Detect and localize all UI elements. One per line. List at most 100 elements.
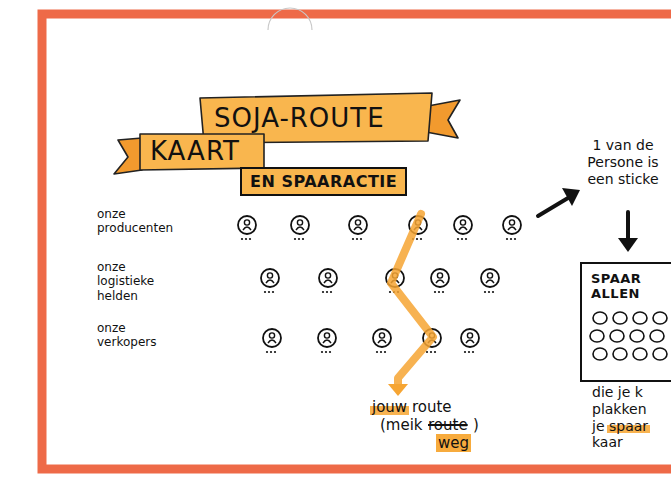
person-dot xyxy=(241,238,243,240)
person-icon xyxy=(261,269,279,293)
person-dot xyxy=(484,291,486,293)
person-head xyxy=(325,273,330,278)
banner-box: EN SPAARACTIE xyxy=(240,167,407,196)
person-dot xyxy=(298,238,300,240)
person-dot xyxy=(274,351,276,353)
person-icon xyxy=(349,216,367,240)
person-body xyxy=(508,227,516,230)
person-body xyxy=(466,340,474,343)
person-dot xyxy=(472,351,474,353)
sticker-arrow xyxy=(538,188,580,216)
person-dot xyxy=(457,238,459,240)
person-body xyxy=(459,227,467,230)
person-head xyxy=(509,220,514,225)
person-dot xyxy=(389,291,391,293)
person-dot xyxy=(506,238,508,240)
person-body xyxy=(486,280,494,283)
person-circle xyxy=(238,216,256,234)
person-dot xyxy=(461,238,463,240)
page-frame xyxy=(42,14,671,469)
person-body xyxy=(266,280,274,283)
person-icon xyxy=(291,216,309,240)
sticker-spot xyxy=(613,312,627,324)
person-head xyxy=(267,273,272,278)
person-body xyxy=(436,280,444,283)
person-circle xyxy=(481,269,499,287)
person-dot xyxy=(514,238,516,240)
person-dot xyxy=(321,351,323,353)
person-dot xyxy=(272,291,274,293)
person-icon xyxy=(263,329,281,353)
person-dot xyxy=(465,238,467,240)
person-dot xyxy=(380,351,382,353)
title-ribbon xyxy=(114,93,460,174)
person-icon xyxy=(454,216,472,240)
person-dot xyxy=(329,351,331,353)
person-body xyxy=(324,280,332,283)
person-icons xyxy=(238,216,521,353)
route-note: ) xyxy=(473,416,479,434)
person-dot xyxy=(430,351,432,353)
person-dot xyxy=(356,238,358,240)
person-dot xyxy=(416,238,418,240)
sticker-spot xyxy=(650,330,664,342)
person-circle xyxy=(319,269,337,287)
down-arrow xyxy=(618,212,638,252)
person-head xyxy=(324,333,329,338)
person-dot xyxy=(294,238,296,240)
person-icon xyxy=(319,269,337,293)
person-dot xyxy=(360,238,362,240)
person-head xyxy=(244,220,249,225)
sticker-spot xyxy=(593,312,607,324)
person-head xyxy=(467,333,472,338)
person-circle xyxy=(454,216,472,234)
person-circle xyxy=(261,269,279,287)
person-head xyxy=(297,220,302,225)
person-circle xyxy=(373,329,391,347)
person-dot xyxy=(492,291,494,293)
person-icon xyxy=(373,329,391,353)
person-head xyxy=(269,333,274,338)
box-text: SPAAR ALLEN xyxy=(591,271,661,301)
person-dot xyxy=(352,238,354,240)
person-dot xyxy=(302,238,304,240)
row-label: onze producenten xyxy=(97,207,175,236)
person-head xyxy=(355,220,360,225)
person-icon xyxy=(503,216,521,240)
savings-card: SPAAR ALLEN xyxy=(580,262,671,382)
person-circle xyxy=(263,329,281,347)
sticker-spot xyxy=(590,330,604,342)
row-label: onze verkopers xyxy=(97,321,167,350)
sticker-spot xyxy=(653,312,667,324)
person-circle xyxy=(503,216,521,234)
person-icon xyxy=(238,216,256,240)
person-body xyxy=(354,227,362,230)
person-head xyxy=(379,333,384,338)
person-head xyxy=(460,220,465,225)
person-dot xyxy=(270,351,272,353)
sticker-spot xyxy=(593,348,607,360)
person-icon xyxy=(318,329,336,353)
sticker-spot xyxy=(610,330,624,342)
person-dot xyxy=(264,291,266,293)
person-head xyxy=(487,273,492,278)
route-note: (meik xyxy=(380,416,423,434)
savings-note: die je k plakken je spaar kaar xyxy=(592,384,662,451)
person-dot xyxy=(434,291,436,293)
person-dot xyxy=(266,351,268,353)
person-dot xyxy=(249,238,251,240)
sticker-spot xyxy=(633,348,647,360)
person-dot xyxy=(464,351,466,353)
route-line xyxy=(391,214,433,386)
person-circle xyxy=(461,329,479,347)
sticker-spot xyxy=(633,312,647,324)
row-label: onze logistieke helden xyxy=(97,260,167,303)
sketch-title: SOJA-ROUTE KAART xyxy=(150,102,400,168)
person-dot xyxy=(426,351,428,353)
person-circle xyxy=(431,269,449,287)
person-circle xyxy=(318,329,336,347)
struck-word: route xyxy=(428,416,468,434)
sticker-spot xyxy=(653,348,667,360)
